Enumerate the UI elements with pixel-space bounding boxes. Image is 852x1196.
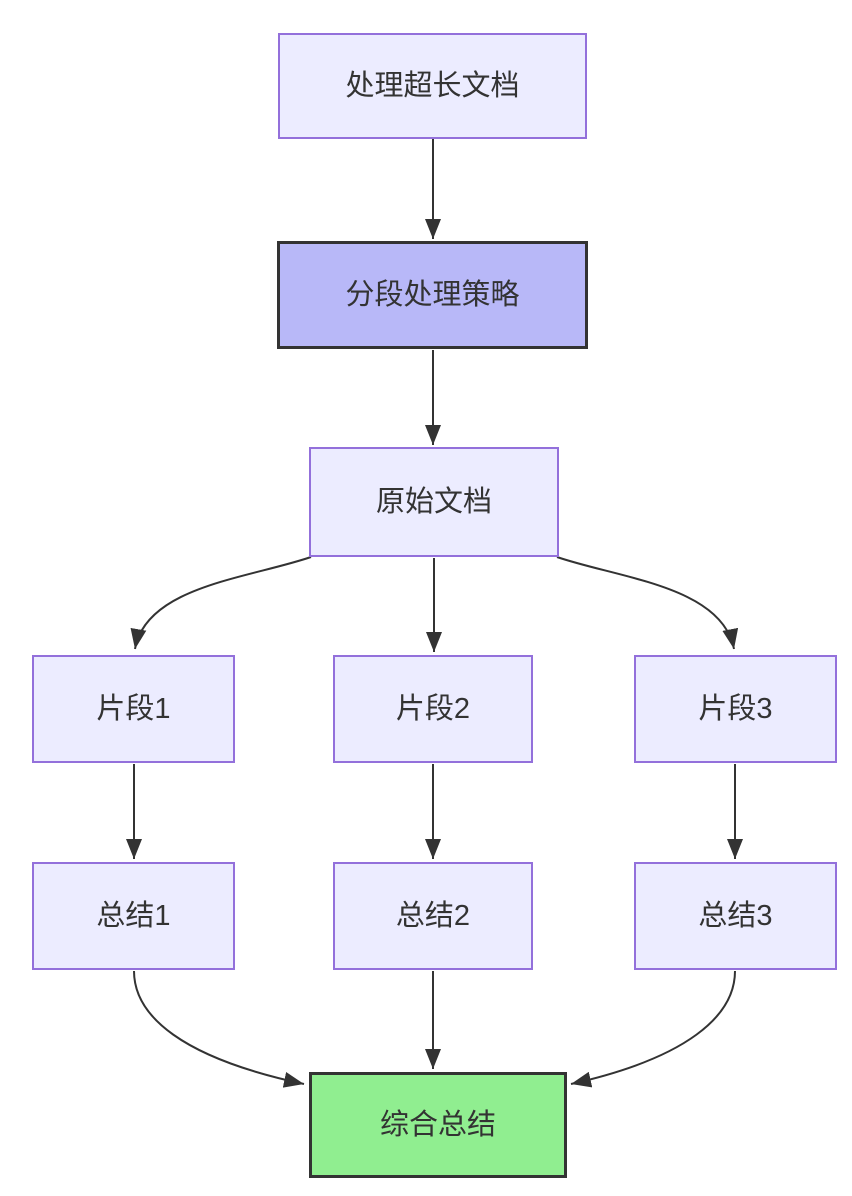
node-label: 综合总结 <box>379 1108 496 1141</box>
node-fragment-3: 片段3 <box>634 655 837 763</box>
node-label: 总结3 <box>698 899 773 932</box>
node-label: 原始文档 <box>375 485 492 518</box>
node-summary-3: 总结3 <box>634 862 837 970</box>
node-summary-1: 总结1 <box>32 862 235 970</box>
node-combined-summary: 综合总结 <box>309 1072 567 1178</box>
node-process-long-document: 处理超长文档 <box>278 33 587 139</box>
node-fragment-2: 片段2 <box>333 655 533 763</box>
node-original-document: 原始文档 <box>309 447 559 557</box>
edge-e1-f <box>133 970 305 1088</box>
node-segmentation-strategy: 分段处理策略 <box>277 241 588 349</box>
edge-c-d3 <box>556 556 739 650</box>
edge-e3-f <box>570 970 736 1088</box>
node-fragment-1: 片段1 <box>32 655 235 763</box>
edge-c-d1 <box>130 556 312 650</box>
node-label: 片段2 <box>395 692 471 725</box>
node-label: 总结1 <box>96 899 171 932</box>
node-label: 分段处理策略 <box>345 278 520 311</box>
node-label: 片段1 <box>96 692 171 725</box>
node-summary-2: 总结2 <box>333 862 533 970</box>
node-label: 总结2 <box>395 899 471 932</box>
node-label: 片段3 <box>698 692 773 725</box>
node-label: 处理超长文档 <box>345 69 520 102</box>
